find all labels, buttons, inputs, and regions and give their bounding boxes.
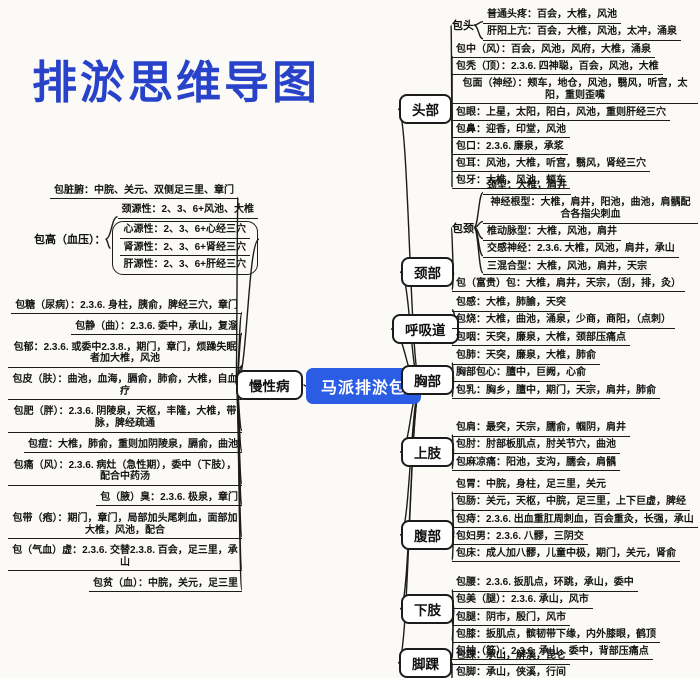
map-leaf[interactable]: 包鼻：迎香，印堂，风池 xyxy=(452,124,570,138)
branch-upper-limb[interactable]: 上肢 xyxy=(401,437,454,467)
map-leaf[interactable]: 包脚：承山，侠溪，行间 xyxy=(452,667,570,678)
subtopic-baojing[interactable]: 包颈 xyxy=(452,222,474,235)
gao-top-line: 颈源性：2、3、6+风池、大椎 xyxy=(117,203,259,220)
map-leaf[interactable]: 肝阳上亢：百会，大椎，风池，太冲，涌泉 xyxy=(483,26,681,41)
map-leaf[interactable]: 心源性：2、3、6+心经三穴 xyxy=(119,224,251,239)
map-leaf[interactable]: 包痘：大椎，肺俞，重则加阴陵泉，膈俞，曲池 xyxy=(24,439,242,454)
resp-lines: 包感：大椎，肺腧，天突包烧：大椎，曲池，涌泉，少商，商阳，（点刺） 包咽：天突，廉… xyxy=(452,296,675,347)
map-leaf[interactable]: 椎动脉型：大椎，风池，肩井 xyxy=(483,226,621,241)
branch-chronic-disease[interactable]: 慢性病 xyxy=(236,370,303,400)
map-leaf[interactable]: 包麻凉痛：阳池，支沟，臑会，肩髃 xyxy=(452,457,620,471)
map-leaf[interactable]: 包抽（筋）：2.3.6. 承山，委中，背部压痛点 xyxy=(452,646,653,660)
respiratory-section: 包感：大椎，肺腧，天突包烧：大椎，曲池，涌泉，少商，商阳，（点刺） 包咽：天突，廉… xyxy=(452,296,698,347)
head-section: 包头 普通头疼：百会，大椎，风池肝阳上亢：百会，大椎，风池，太冲，涌泉 包中（风… xyxy=(452,8,698,191)
upper-limb-section: 包肩：最突，天宗，臑俞，帼阴，肩井包肘：肘部板肌点，肘关节穴，曲池包麻凉痛：阳池… xyxy=(452,421,698,472)
map-leaf[interactable]: 包肠：关元，天枢，中脘，足三里，上下巨虚，脾经 xyxy=(452,496,690,511)
abd-lines: 包胃：中脘，身柱，足三里，关元包肠：关元，天枢，中脘，足三里，上下巨虚，脾经包痔… xyxy=(452,478,698,563)
map-leaf[interactable]: 包美（腿）：2.3.6. 承山，风市 xyxy=(452,594,593,609)
map-leaf[interactable]: 包中（风）：百会，风池，风府，大椎，涌泉 xyxy=(452,44,655,58)
hypertension-variants-box: 心源性：2、3、6+心经三穴肾源性：2、3、6+肾经三穴肝源性：2、3、6+肝经… xyxy=(111,221,259,276)
map-leaf[interactable]: 肝源性：2、3、6+肝经三穴 xyxy=(123,258,247,270)
map-leaf[interactable]: 包脏腑：中脘、关元、双侧足三里、章门 xyxy=(50,185,238,200)
map-leaf[interactable]: 包（腋）臭：2.3.6. 极泉，章门 xyxy=(96,492,242,507)
map-leaf[interactable]: 普通头疼：百会，大椎，风池 xyxy=(483,9,621,24)
zangfu-section: 包脏腑：中脘、关元、双侧足三里、章门 xyxy=(16,182,238,203)
map-leaf[interactable]: 包耳：风池，大椎，听宫，翳风，肾经三穴 xyxy=(452,158,650,173)
map-leaf[interactable]: 包糖（尿病）：2.3.6. 身柱，胰俞，脾经三穴，章门 xyxy=(11,300,242,315)
map-leaf[interactable]: 包肥（胖）：2.3.6. 阴陵泉，天枢，丰隆，大椎，带脉，脾经疏通 xyxy=(8,406,242,433)
map-leaf[interactable]: 胸部包心：膻中，巨阙，心俞 xyxy=(452,367,590,382)
baojing-lines: 颈型：大椎，肩井神经根型：大椎，肩井，阳池，曲池，肩髃配合各指尖刺血椎动脉型：大… xyxy=(483,179,698,276)
map-leaf[interactable]: 三混合型：大椎，风池，肩井，天宗 xyxy=(483,261,651,275)
chronic-list-section: 包糖（尿病）：2.3.6. 身柱，胰俞，脾经三穴，章门包静（曲）：2.3.6. … xyxy=(8,297,242,595)
map-leaf[interactable]: 包牙：大椎，风池，颊车 xyxy=(452,175,570,190)
map-leaf[interactable]: 神经根型：大椎，肩井，阳池，曲池，肩髃配合各指尖刺血 xyxy=(483,197,698,224)
map-leaf[interactable]: 交感神经：2.3.6. 大椎，风池，肩井，承山 xyxy=(483,243,679,258)
map-leaf[interactable]: 包肘：肘部板肌点，肘关节穴，曲池 xyxy=(452,439,620,454)
chronic-lines: 包糖（尿病）：2.3.6. 身柱，胰俞，脾经三穴，章门包静（曲）：2.3.6. … xyxy=(8,297,242,595)
branch-respiratory[interactable]: 呼吸道 xyxy=(392,314,459,344)
abdomen-section: 包胃：中脘，身柱，足三里，关元包肠：关元，天枢，中脘，足三里，上下巨虚，脾经包痔… xyxy=(452,478,698,563)
map-title: 排淤思维导图 xyxy=(32,57,321,108)
branch-lower-limb[interactable]: 下肢 xyxy=(401,594,454,624)
map-leaf[interactable]: 包郁：2.3.6. 或委中2.3.8.，期门，章门，烦躁失眠者加大椎，风池 xyxy=(8,342,242,368)
map-leaf[interactable]: 包面（神经）：颊车，地仓，风池，翳风，听宫，太阳，重则歪嘴 xyxy=(452,78,698,104)
map-leaf[interactable]: 包秃（顶）：2.3.6. 四神聪，百会，风池，大椎 xyxy=(452,61,663,75)
zangfu-lines: 包脏腑：中脘、关元、双侧足三里、章门 xyxy=(50,182,238,203)
map-leaf[interactable]: 包烧：大椎，曲池，涌泉，少商，商阳，（点刺） xyxy=(452,314,675,329)
neck-lines: 包（富贵）包：大椎，肩井，天宗，（刮，排，灸） xyxy=(452,276,685,293)
gao-box-lines: 心源性：2、3、6+心经三穴肾源性：2、3、6+肾经三穴肝源性：2、3、6+肝经… xyxy=(119,223,251,273)
map-leaf[interactable]: 包床：成人加八髎，儿童中极，期门，关元，肾俞 xyxy=(452,548,680,562)
branch-chest[interactable]: 胸部 xyxy=(401,365,454,395)
subtopic-baotou[interactable]: 包头 xyxy=(452,20,474,33)
lower-limb-section: 包腰：2.3.6. 扳肌点，环跳，承山，委中包美（腿）：2.3.6. 承山，风市… xyxy=(452,576,698,661)
hypertension-lines: 颈源性：2、3、6+风池、大椎 心源性：2、3、6+心经三穴肾源性：2、3、6+… xyxy=(111,203,259,276)
branch-head[interactable]: 头部 xyxy=(399,94,452,124)
map-leaf[interactable]: 肾源性：2、3、6+肾经三穴 xyxy=(119,242,251,256)
map-leaf[interactable]: 包腰：2.3.6. 扳肌点，环跳，承山，委中 xyxy=(452,577,638,592)
map-leaf[interactable]: 包腿：阴市，殷门，风市 xyxy=(452,612,570,626)
subtopic-baogao[interactable]: 包高（血压）： xyxy=(34,234,106,247)
map-leaf[interactable]: 包带（疱）：期门，章门，局部加头尾刺血，面部加大椎，风池，配合 xyxy=(8,513,242,539)
neck-section: 包颈 颈型：大椎，肩井神经根型：大椎，肩井，阳池，曲池，肩髃配合各指尖刺血椎动脉… xyxy=(452,179,698,293)
map-leaf[interactable]: 包痛（风）：2.3.6. 病灶（急性期），委中（下肢），配合中药汤 xyxy=(8,460,242,486)
map-leaf[interactable]: 颈源性：2、3、6+风池、大椎 xyxy=(117,204,259,219)
map-leaf[interactable]: 包肺：天突，廉泉，大椎，肺俞 xyxy=(452,350,600,365)
branch-neck[interactable]: 颈部 xyxy=(401,257,454,287)
hypertension-group: 包高（血压）： 颈源性：2、3、6+风池、大椎 心源性：2、3、6+心经三穴肾源… xyxy=(34,203,259,276)
branch-abdomen[interactable]: 腹部 xyxy=(401,520,454,550)
map-leaf[interactable]: 包踝：承山，解溪，昆仑 xyxy=(452,650,570,665)
map-leaf[interactable]: 颈型：大椎，肩井 xyxy=(483,180,571,195)
map-leaf[interactable]: 包膝：扳肌点，髌韧带下缘，内外膝眼，鹤顶 xyxy=(452,629,660,643)
branch-ankle[interactable]: 脚踝 xyxy=(399,648,452,678)
head-lines: 包中（风）：百会，风池，风府，大椎，涌泉包秃（顶）：2.3.6. 四神聪，百会，… xyxy=(452,42,698,190)
map-leaf[interactable]: 包静（曲）：2.3.6. 委中，承山，复溜 xyxy=(71,321,242,336)
ankle-lines: 包踝：承山，解溪，昆仑包脚：承山，侠溪，行间 xyxy=(452,649,570,678)
map-leaf[interactable]: 包（气血）虚：2.3.6. 交替2.3.8. 百会，足三里，承山 xyxy=(8,545,242,572)
chest-lines: 包肺：天突，廉泉，大椎，肺俞胸部包心：膻中，巨阙，心俞包乳：胸乡，膻中，期门，天… xyxy=(452,349,660,400)
map-leaf[interactable]: 包痔：2.3.6. 出血重肛周刺血，百会重灸，长强，承山 xyxy=(452,514,698,528)
map-leaf[interactable]: 包乳：胸乡，膻中，期门，天宗，肩井，肺俞 xyxy=(452,385,660,399)
baotou-lines: 普通头疼：百会，大椎，风池肝阳上亢：百会，大椎，风池，太冲，涌泉 xyxy=(483,8,681,42)
map-leaf[interactable]: 包肩：最突，天宗，臑俞，帼阴，肩井 xyxy=(452,422,630,437)
leg-lines: 包腰：2.3.6. 扳肌点，环跳，承山，委中包美（腿）：2.3.6. 承山，风市… xyxy=(452,576,660,661)
map-leaf[interactable]: 包（富贵）包：大椎，肩井，天宗，（刮，排，灸） xyxy=(452,278,685,292)
map-leaf[interactable]: 包眼：上星，太阳，阳白，风池，重则肝经三穴 xyxy=(452,107,670,121)
ankle-section: 包踝：承山，解溪，昆仑包脚：承山，侠溪，行间 xyxy=(452,649,698,678)
chest-section: 包肺：天突，廉泉，大椎，肺俞胸部包心：膻中，巨阙，心俞包乳：胸乡，膻中，期门，天… xyxy=(452,349,698,400)
map-leaf[interactable]: 包胃：中脘，身柱，足三里，关元 xyxy=(452,479,610,494)
map-leaf[interactable]: 包贫（血）：中脘，关元，足三里 xyxy=(89,578,242,592)
map-leaf[interactable]: 包咽：天突，廉泉，大椎，颈部压痛点 xyxy=(452,332,630,346)
arm-lines: 包肩：最突，天宗，臑俞，帼阴，肩井包肘：肘部板肌点，肘关节穴，曲池包麻凉痛：阳池… xyxy=(452,421,630,472)
map-leaf[interactable]: 包口：2.3.6. 廉泉，承浆 xyxy=(452,141,568,156)
map-leaf[interactable]: 包皮（肤）：曲池，血海，膈俞，肺俞，大椎，自血疗 xyxy=(8,374,242,401)
map-leaf[interactable]: 包感：大椎，肺腧，天突 xyxy=(452,297,570,312)
map-leaf[interactable]: 包妇男：2.3.6. 八髎，三阴交 xyxy=(452,531,588,545)
